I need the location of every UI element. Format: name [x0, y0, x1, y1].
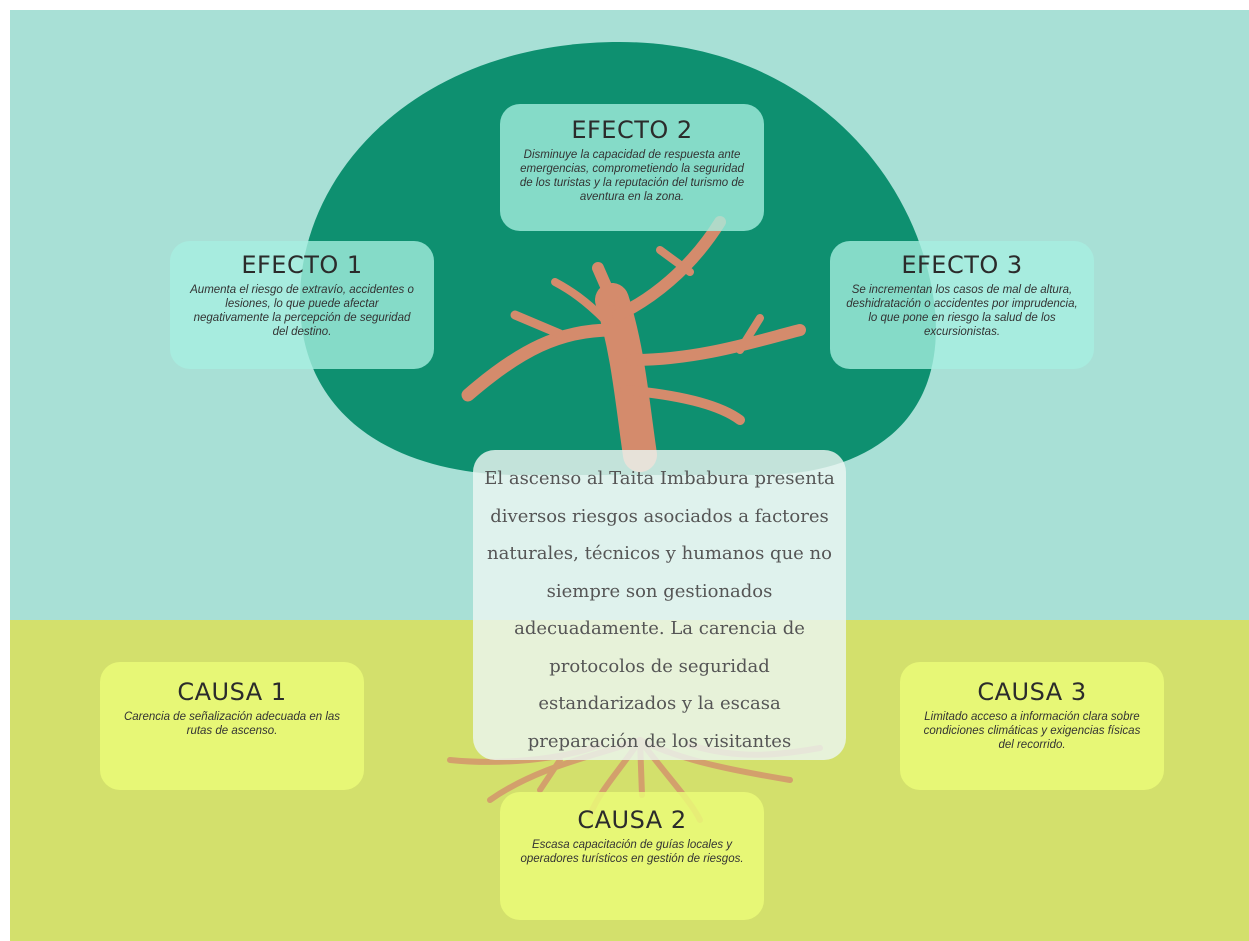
cause-1-text: Carencia de señalización adecuada en las… [123, 711, 341, 737]
central-problem-text: El ascenso al Taita Imbabura presenta di… [484, 468, 835, 752]
tree-canopy [300, 42, 936, 475]
cause-3-box: CAUSA 3 Limitado acceso a información cl… [900, 662, 1164, 790]
effect-3-text: Se incrementan los casos de mal de altur… [846, 284, 1078, 338]
effect-1-title: EFECTO 1 [241, 251, 363, 279]
cause-2-text: Escasa capacitación de guías locales y o… [520, 839, 744, 865]
cause-3-text: Limitado acceso a información clara sobr… [923, 711, 1141, 751]
effect-2-box: EFECTO 2 Disminuye la capacidad de respu… [500, 104, 764, 231]
effect-3-box: EFECTO 3 Se incrementan los casos de mal… [830, 241, 1094, 369]
effect-2-title: EFECTO 2 [571, 116, 693, 144]
cause-1-box: CAUSA 1 Carencia de señalización adecuad… [100, 662, 364, 790]
cause-2-box: CAUSA 2 Escasa capacitación de guías loc… [500, 792, 764, 920]
effect-3-title: EFECTO 3 [901, 251, 1023, 279]
central-problem-box: El ascenso al Taita Imbabura presenta di… [473, 450, 846, 760]
tree-trunk [461, 216, 806, 472]
effect-1-text: Aumenta el riesgo de extravío, accidente… [190, 284, 414, 338]
effect-2-text: Disminuye la capacidad de respuesta ante… [519, 149, 745, 203]
cause-1-title: CAUSA 1 [177, 678, 287, 706]
effect-1-box: EFECTO 1 Aumenta el riesgo de extravío, … [170, 241, 434, 369]
cause-2-title: CAUSA 2 [577, 806, 687, 834]
cause-3-title: CAUSA 3 [977, 678, 1087, 706]
